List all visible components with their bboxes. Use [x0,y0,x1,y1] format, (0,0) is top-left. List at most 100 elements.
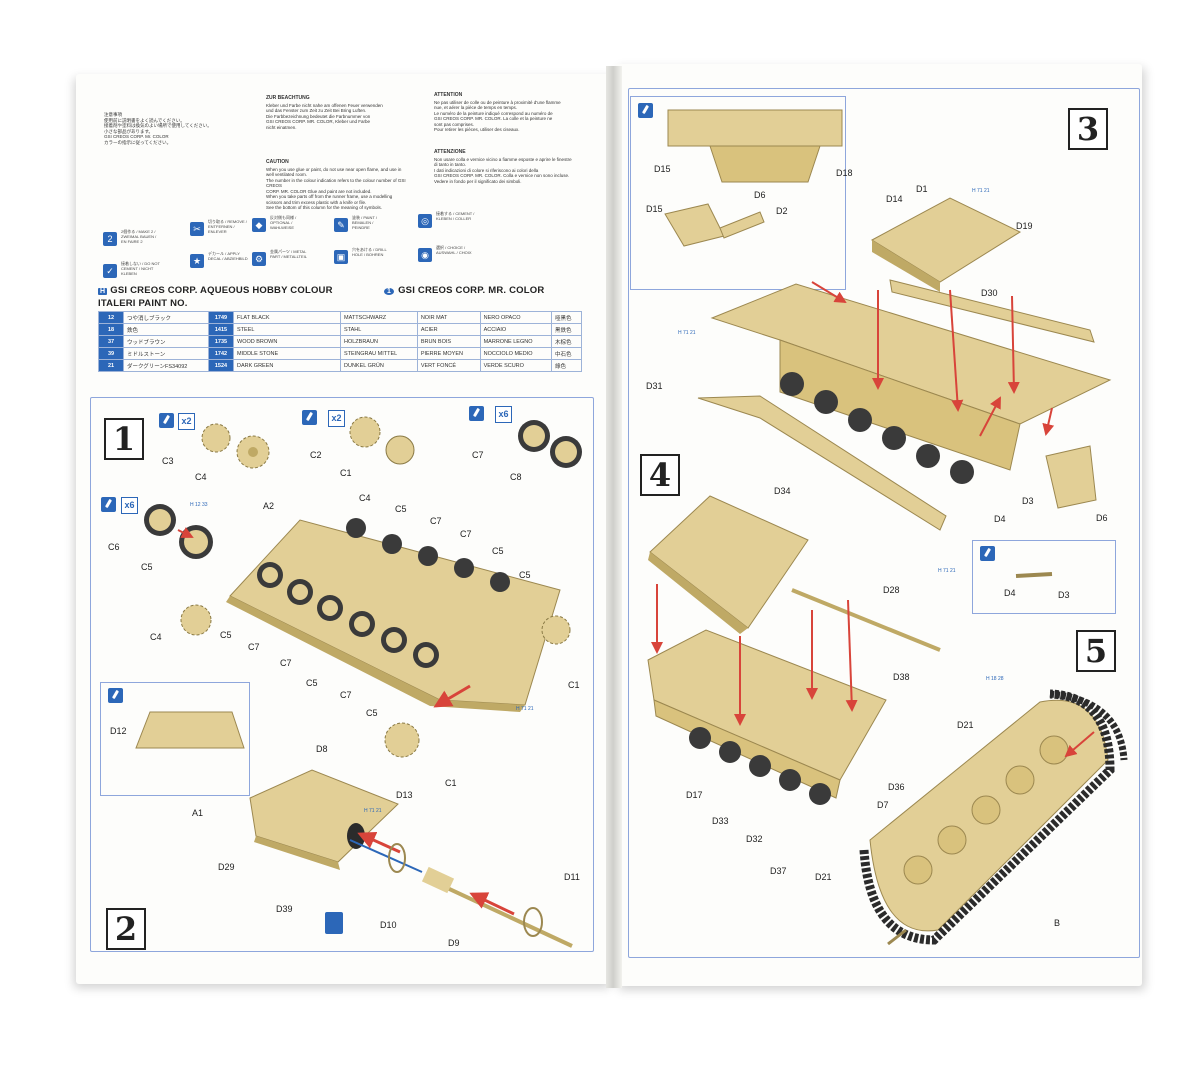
japanese-note-line: 接着剤や塗料は換気のよい場所で使用してください。 [104,123,212,128]
attention-line: Pour retirer les pièces, utiliser des ci… [434,127,520,132]
multiplier-x2-b: x2 [328,410,345,427]
part-label: A1 [192,808,204,818]
step-4-number: 4 [640,454,680,496]
part-label: C7 [472,450,484,460]
aqueous-text: GSI CREOS CORP. AQUEOUS HOBBY COLOUR [110,285,333,296]
caution-line: well ventilated room. [266,172,308,177]
caution-line: When you use glue or paint, do not use n… [266,166,402,172]
part-label: C6 [108,542,120,552]
part-label: D37 [770,866,787,876]
multiplier-x6-a: x6 [495,406,512,423]
step-2-number: 2 [106,908,146,950]
paint-icon-step3 [638,103,653,118]
part-label: C7 [430,516,442,526]
part-label: D14 [886,194,903,204]
part-label: D15 [646,204,663,214]
paint-icon-step1d [101,497,116,512]
colour-ref: H 71 21 [678,330,696,336]
zur-line: nicht einatmen. [266,124,297,130]
symbol-icon: 2 [103,232,117,246]
zur-line: Kleber und Farbe nicht nahe am offenen F… [266,102,383,108]
symbol-icon: ◆ [252,218,266,232]
symbol-icon: ▣ [334,250,348,264]
part-label: C5 [395,504,407,514]
symbol-label: 接着しない / DO NOT CEMENT / NICHT KLEBEN [121,261,160,276]
symbol-label: デカール / APPLY DECAL / ABZIEHBILD [208,251,248,261]
part-label: D32 [746,834,763,844]
part-label: C7 [280,658,292,668]
symbol-label: 塗装 / PAINT / BEMALEN / PEINDRE [352,215,377,230]
part-label: D11 [564,872,580,882]
colour-ref: H 71 21 [364,808,382,814]
step1-sprocket-c3-c4 [201,423,270,469]
colour-ref: H 12 33 [190,502,208,508]
part-label: D33 [712,816,729,826]
symbol-label: 切り取る / REMOVE / ENTFERNEN / ENLEVER [208,219,247,234]
italeri-title: ITALERI PAINT NO. [98,298,188,309]
caution-line: When you take parts off from the runner … [266,194,393,199]
part-label: D30 [981,288,998,298]
aqueous-badge: H [98,288,108,295]
attenzione-line: I dati indicazioni di colore si riferisc… [434,167,539,173]
part-label: D18 [836,168,853,178]
caution-line: See the bottom of this column for the me… [266,205,383,210]
step5-track-assembly [859,689,1128,946]
part-label: D38 [893,672,910,682]
part-label: D21 [957,720,974,730]
part-label: D1 [916,184,928,194]
part-label: C1 [340,468,352,478]
part-label: D9 [448,938,460,948]
part-label: C2 [310,450,322,460]
attenzione-line: GSI CREOS CORP. MR. COLOR. Colla e verni… [434,173,570,178]
part-label: C7 [248,642,260,652]
part-label: D6 [1096,513,1108,523]
attention-line: Le numéro de la peinture indiqué corresp… [434,110,553,116]
paint-icon-step1b [302,410,317,425]
japanese-note-line: 小さな部品があります。 [104,128,154,134]
part-label: C1 [445,778,457,788]
part-label: D6 [754,190,766,200]
part-label: D28 [883,585,900,595]
part-label: D31 [646,381,663,391]
attention-line: GSI CREOS CORP. MR. COLOR. La colle et l… [434,116,553,121]
part-label: C5 [519,570,531,580]
step1-roadwheel-c7-c8 [518,420,582,468]
attenzione-line: Non usare colla e vernice vicino a fiamm… [434,156,572,162]
header-zur-beachtung: ZUR BEACHTUNG Kleber und Farbe nicht nah… [266,95,416,130]
zur-title: ZUR BEACHTUNG [266,95,310,101]
part-label: C5 [492,546,504,556]
symbol-label: 穴をあける / DRILL HOLE / BOHREN [352,247,387,257]
part-label: D12 [110,726,127,736]
part-label: D29 [218,862,235,872]
step4-detail-inset [972,540,1116,614]
part-label: D17 [686,790,703,800]
caution-line: The number in the colour indication refe… [266,177,406,189]
part-label: C5 [306,678,318,688]
metal-part-icon [325,912,343,934]
part-label: D10 [380,920,397,930]
attenzione-title: ATTENZIONE [434,149,466,155]
caution-line: CORP. MR. COLOR Glue and paint are not i… [266,188,372,194]
symbol-icon: ◎ [418,214,432,228]
attention-line: sont pas comprises. [434,121,475,127]
part-label: D15 [654,164,671,174]
symbol-label: 2個作る / MAKE 2 / ZWEIMAL BAUEN / EN FAIRE… [121,229,157,244]
part-label: A2 [263,501,275,511]
part-label: C3 [162,456,174,466]
paint-cell: 綠色 [550,359,583,372]
part-label: C4 [195,472,207,482]
paint-icon-step2 [108,688,123,703]
step4-roadwheels [689,727,831,805]
part-label: C8 [510,472,522,482]
symbol-label: 反対側も同様 / OPTIONAL / WAHLWEISE [270,215,297,230]
header-caution: CAUTION When you use glue or paint, do n… [266,159,416,211]
paint-cell: 1735 [208,335,234,348]
part-label: D19 [1016,221,1033,231]
paint-icon-step1a [159,413,174,428]
attenzione-line: di tanto in tanto. [434,162,467,167]
japanese-note-line: 注意事項 [104,112,122,117]
